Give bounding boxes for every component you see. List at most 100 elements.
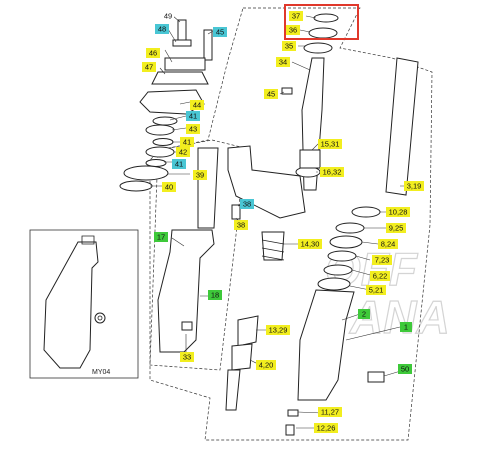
tag-13-29[interactable]: 13,29 xyxy=(266,325,290,335)
right-fork-leg xyxy=(285,57,419,436)
tag-33[interactable]: 33 xyxy=(180,352,194,362)
svg-text:39: 39 xyxy=(196,171,204,180)
svg-text:7,23: 7,23 xyxy=(375,256,390,265)
damper-assembly xyxy=(225,231,285,411)
tag-7-23[interactable]: 7,23 xyxy=(372,255,392,265)
tag-47[interactable]: 47 xyxy=(142,62,156,72)
spring-coils xyxy=(261,239,285,261)
tag-45a[interactable]: 45 xyxy=(213,27,227,37)
bolt-49 xyxy=(177,19,187,41)
tag-37[interactable]: 37 xyxy=(289,11,303,21)
svg-text:8,24: 8,24 xyxy=(381,240,396,249)
tag-5-21[interactable]: 5,21 xyxy=(366,285,386,295)
svg-text:12,26: 12,26 xyxy=(317,424,336,433)
tag-4-20[interactable]: 4,20 xyxy=(256,360,276,370)
damper-rod xyxy=(225,369,241,411)
nut-42 xyxy=(145,146,175,158)
nut-43 xyxy=(145,124,175,136)
svg-text:41: 41 xyxy=(183,138,191,147)
tag-9-25[interactable]: 9,25 xyxy=(386,223,406,233)
bearing-40 xyxy=(119,180,153,192)
tag-10-28[interactable]: 10,28 xyxy=(386,207,410,217)
cylinder-13-29 xyxy=(237,315,259,347)
svg-text:33: 33 xyxy=(183,353,191,362)
tag-11-27[interactable]: 11,27 xyxy=(318,407,342,417)
seal-6-22 xyxy=(323,264,353,276)
svg-text:17: 17 xyxy=(157,233,165,242)
bolt-12-26 xyxy=(285,424,295,436)
tag-46[interactable]: 46 xyxy=(146,48,160,58)
tag-14-30[interactable]: 14,30 xyxy=(298,239,322,249)
tag-6-22[interactable]: 6,22 xyxy=(370,271,390,281)
svg-text:48: 48 xyxy=(158,25,166,34)
svg-text:45: 45 xyxy=(267,90,275,99)
tag-41c[interactable]: 41 xyxy=(172,159,186,169)
seal-9-25 xyxy=(335,222,365,234)
clip-7-23 xyxy=(327,250,357,262)
tag-16-32[interactable]: 16,32 xyxy=(320,167,344,177)
tag-40[interactable]: 40 xyxy=(162,182,176,192)
inset-bolt-center xyxy=(97,315,103,321)
tag-41b[interactable]: 41 xyxy=(180,137,194,147)
svg-text:50: 50 xyxy=(401,365,409,374)
bolt-38 xyxy=(231,204,241,220)
svg-text:49: 49 xyxy=(164,12,172,21)
seal-37 xyxy=(313,13,339,23)
tag-39[interactable]: 39 xyxy=(193,170,207,180)
right-inner-tube-3-19 xyxy=(385,57,419,196)
tag-8-24[interactable]: 8,24 xyxy=(378,239,398,249)
svg-text:43: 43 xyxy=(189,125,197,134)
cap-stack xyxy=(119,19,213,192)
svg-text:45: 45 xyxy=(216,28,224,37)
washer-41b xyxy=(152,138,174,146)
tag-42[interactable]: 42 xyxy=(176,147,190,157)
bearing-35 xyxy=(303,42,333,54)
svg-text:15,31: 15,31 xyxy=(321,140,340,149)
svg-text:5,21: 5,21 xyxy=(369,286,384,295)
tag-38a[interactable]: 38 xyxy=(240,199,254,209)
tag-1[interactable]: 1 xyxy=(400,322,412,332)
svg-text:35: 35 xyxy=(285,42,293,51)
upper-bracket-47 xyxy=(151,71,209,85)
tag-12-26[interactable]: 12,26 xyxy=(314,423,338,433)
washer-41a xyxy=(152,116,178,126)
bolt-45-stem xyxy=(281,87,293,95)
tag-44[interactable]: 44 xyxy=(190,100,204,110)
svg-text:41: 41 xyxy=(175,160,183,169)
tag-3-19[interactable]: 3,19 xyxy=(404,181,424,191)
tag-41a[interactable]: 41 xyxy=(186,111,200,121)
inset-tube-top xyxy=(81,235,95,245)
tag-2[interactable]: 2 xyxy=(358,309,370,319)
svg-text:14,30: 14,30 xyxy=(301,240,320,249)
svg-text:16,32: 16,32 xyxy=(323,168,342,177)
tag-15-31[interactable]: 15,31 xyxy=(318,139,342,149)
bushing-10-28 xyxy=(351,206,381,218)
cap-15-31 xyxy=(299,149,321,169)
tag-43[interactable]: 43 xyxy=(186,124,200,134)
svg-text:10,28: 10,28 xyxy=(389,208,408,217)
bolt-45-top xyxy=(203,29,213,61)
svg-text:40: 40 xyxy=(165,183,173,192)
tag-45b[interactable]: 45 xyxy=(264,89,278,99)
svg-text:1: 1 xyxy=(404,323,408,332)
svg-text:36: 36 xyxy=(289,26,297,35)
spring-14-30 xyxy=(261,231,285,261)
left-inner-tube xyxy=(197,147,219,229)
tag-48[interactable]: 48 xyxy=(155,24,169,34)
tag-50[interactable]: 50 xyxy=(398,364,412,374)
svg-text:44: 44 xyxy=(193,101,201,110)
tag-18[interactable]: 18 xyxy=(208,290,222,300)
svg-text:46: 46 xyxy=(149,49,157,58)
tag-17[interactable]: 17 xyxy=(154,232,168,242)
svg-text:2: 2 xyxy=(362,310,366,319)
tag-49[interactable]: 49 xyxy=(162,11,174,21)
svg-text:38: 38 xyxy=(237,221,245,230)
tag-35[interactable]: 35 xyxy=(282,41,296,51)
tag-36[interactable]: 36 xyxy=(286,25,300,35)
tag-34[interactable]: 34 xyxy=(276,57,290,67)
highlight-box xyxy=(284,4,359,40)
inset-label: MY04 xyxy=(92,369,110,376)
svg-text:42: 42 xyxy=(179,148,187,157)
tag-38b[interactable]: 38 xyxy=(234,220,248,230)
svg-text:11,27: 11,27 xyxy=(321,408,339,417)
